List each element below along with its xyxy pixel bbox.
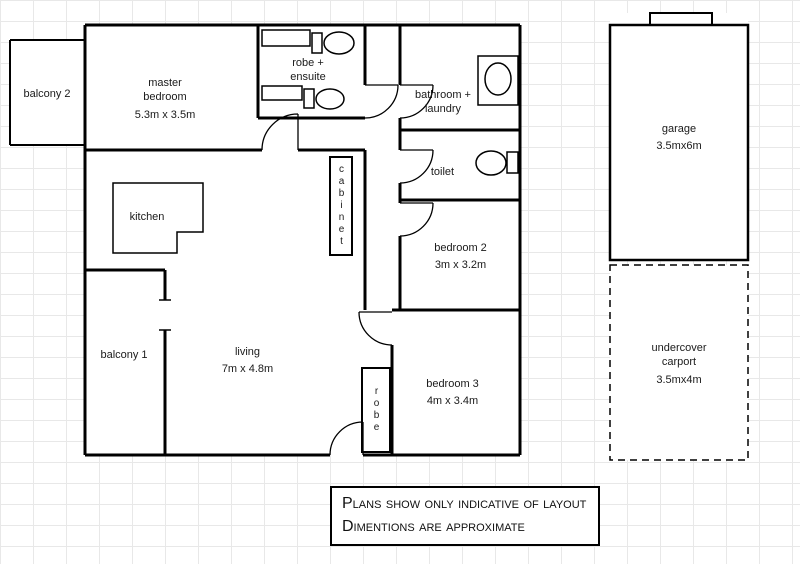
- balcony1-opening-ticks: [159, 299, 171, 331]
- interior-walls: [85, 25, 520, 455]
- room-label-balcony2: balcony 2: [23, 88, 71, 100]
- room-label-cabinet: cabinet: [336, 164, 347, 248]
- room-label-bathroom-laundry: bathroom + laundry: [415, 89, 471, 116]
- carport-outline: [609, 264, 749, 461]
- garage-door-marker: [649, 12, 713, 26]
- cabinet-box: [329, 156, 353, 256]
- room-label-balcony1: balcony 1: [100, 349, 148, 361]
- room-label-living: living 7m x 4.8m: [221, 346, 274, 376]
- ensuite-vanity-icon: [261, 29, 311, 47]
- garage-walls: [608, 23, 750, 262]
- room-label-bedroom2: bedroom 2 3m x 3.2m: [434, 242, 487, 272]
- master-bedroom-door: [261, 113, 299, 151]
- disclaimer-note-box: Plans show only indicative of layout Dim…: [330, 486, 600, 547]
- door-swings: [261, 84, 434, 456]
- room-label-bedroom3: bedroom 3 4m x 3.4m: [426, 378, 479, 408]
- room-label-robe-ensuite: robe + ensuite: [290, 57, 326, 84]
- kitchen-bench: [112, 182, 204, 254]
- toilet-tank-icon: [506, 151, 519, 174]
- room-label-master-bedroom: master bedroom 5.3m x 3.5m: [134, 77, 196, 121]
- bathroom-door: [399, 84, 434, 119]
- room-label-robe: robe: [371, 386, 382, 434]
- room-label-garage: garage 3.5mx6m: [656, 123, 702, 153]
- ensuite-vanity2-icon: [261, 85, 303, 101]
- laundry-basin-icon: [484, 62, 512, 96]
- room-label-kitchen: kitchen: [129, 211, 165, 223]
- ensuite-door: [364, 84, 399, 119]
- balcony2-walls: [9, 39, 85, 146]
- balcony2-fill: [10, 40, 85, 145]
- robe-box: [361, 367, 391, 453]
- toilet-door: [399, 149, 434, 184]
- room-label-carport: undercover carport 3.5mx4m: [651, 342, 707, 386]
- disclaimer-line-2: Dimentions are approximate: [342, 518, 525, 536]
- bedroom3-door: [358, 311, 393, 346]
- room-label-toilet: toilet: [430, 166, 455, 178]
- ensuite-toilet-tank-icon: [311, 32, 323, 54]
- ensuite-toilet-icon: [323, 31, 355, 55]
- disclaimer-line-1: Plans show only indicative of layout: [342, 495, 587, 512]
- bedroom2-door: [399, 202, 434, 237]
- ensuite-toilet2-icon: [315, 88, 345, 110]
- front-entry-door: [329, 421, 364, 456]
- exterior-walls: [83, 23, 522, 457]
- ensuite-toilet2-tank-icon: [303, 88, 315, 109]
- garage-outline: [608, 12, 750, 262]
- fixtures: [261, 29, 519, 176]
- toilet-bowl-icon: [475, 150, 507, 176]
